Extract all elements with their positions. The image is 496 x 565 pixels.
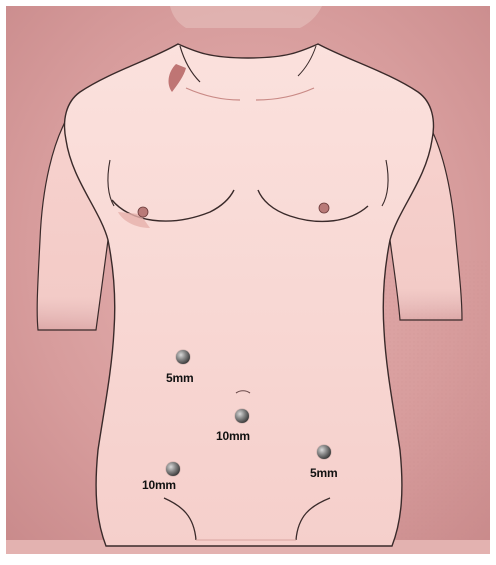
trocar-port-icon xyxy=(317,445,331,459)
trocar-port-icon xyxy=(235,409,249,423)
torso xyxy=(65,44,434,546)
port-label-2: 10mm xyxy=(216,429,250,443)
port-label-3: 10mm xyxy=(142,478,176,492)
trocar-port-icon xyxy=(176,350,190,364)
right-nipple xyxy=(319,203,329,213)
chin-shadow xyxy=(170,6,322,28)
left-nipple xyxy=(138,207,148,217)
port-label-4: 5mm xyxy=(310,466,337,480)
trocar-port-icon xyxy=(166,462,180,476)
port-label-1: 5mm xyxy=(166,371,193,385)
